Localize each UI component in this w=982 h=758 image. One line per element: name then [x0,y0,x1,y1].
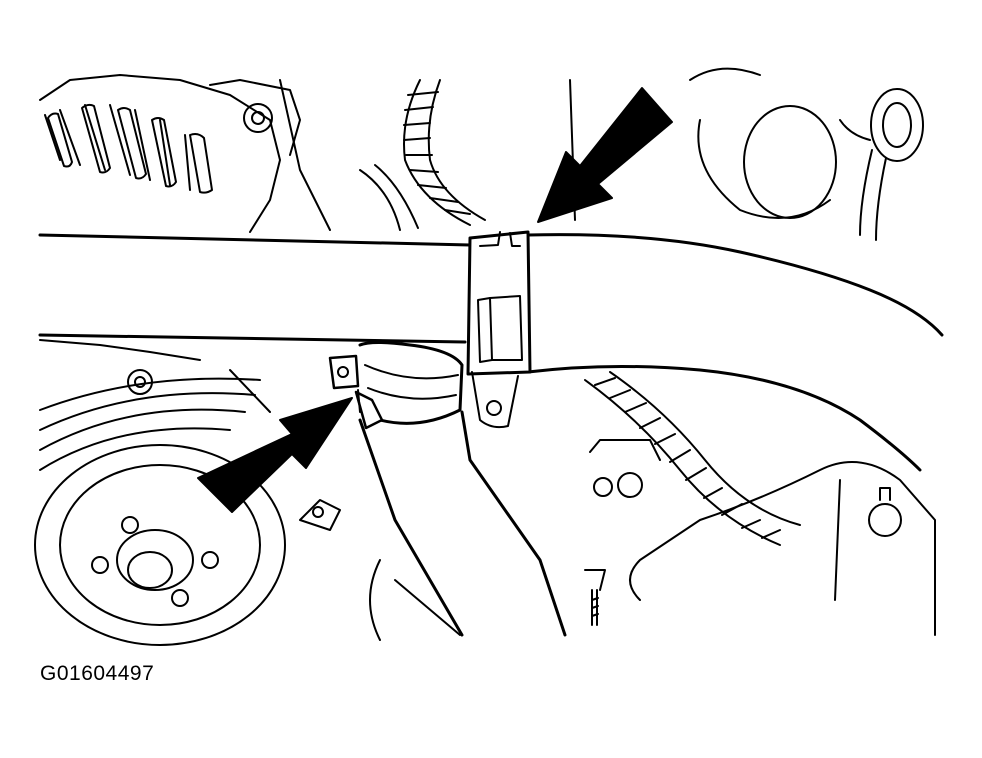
wiring-harness-icon [359,79,801,546]
water-pump-pulley-icon [34,339,286,646]
engine-hose-clamp-illustration [34,67,944,646]
upper-hose-clamp-arrow-icon [537,87,673,223]
figure-id: G01604497 [40,662,155,685]
engine-block-outline [279,79,936,641]
lower-hose-clamp [328,354,384,430]
upper-hose-clamp [466,230,532,429]
lower-radiator-hose [358,341,567,637]
lower-hose-clamp-arrow-icon [197,397,353,513]
reservoir-cap-icon [689,67,924,241]
upper-radiator-hose [38,233,944,472]
alternator-icon [39,74,301,233]
